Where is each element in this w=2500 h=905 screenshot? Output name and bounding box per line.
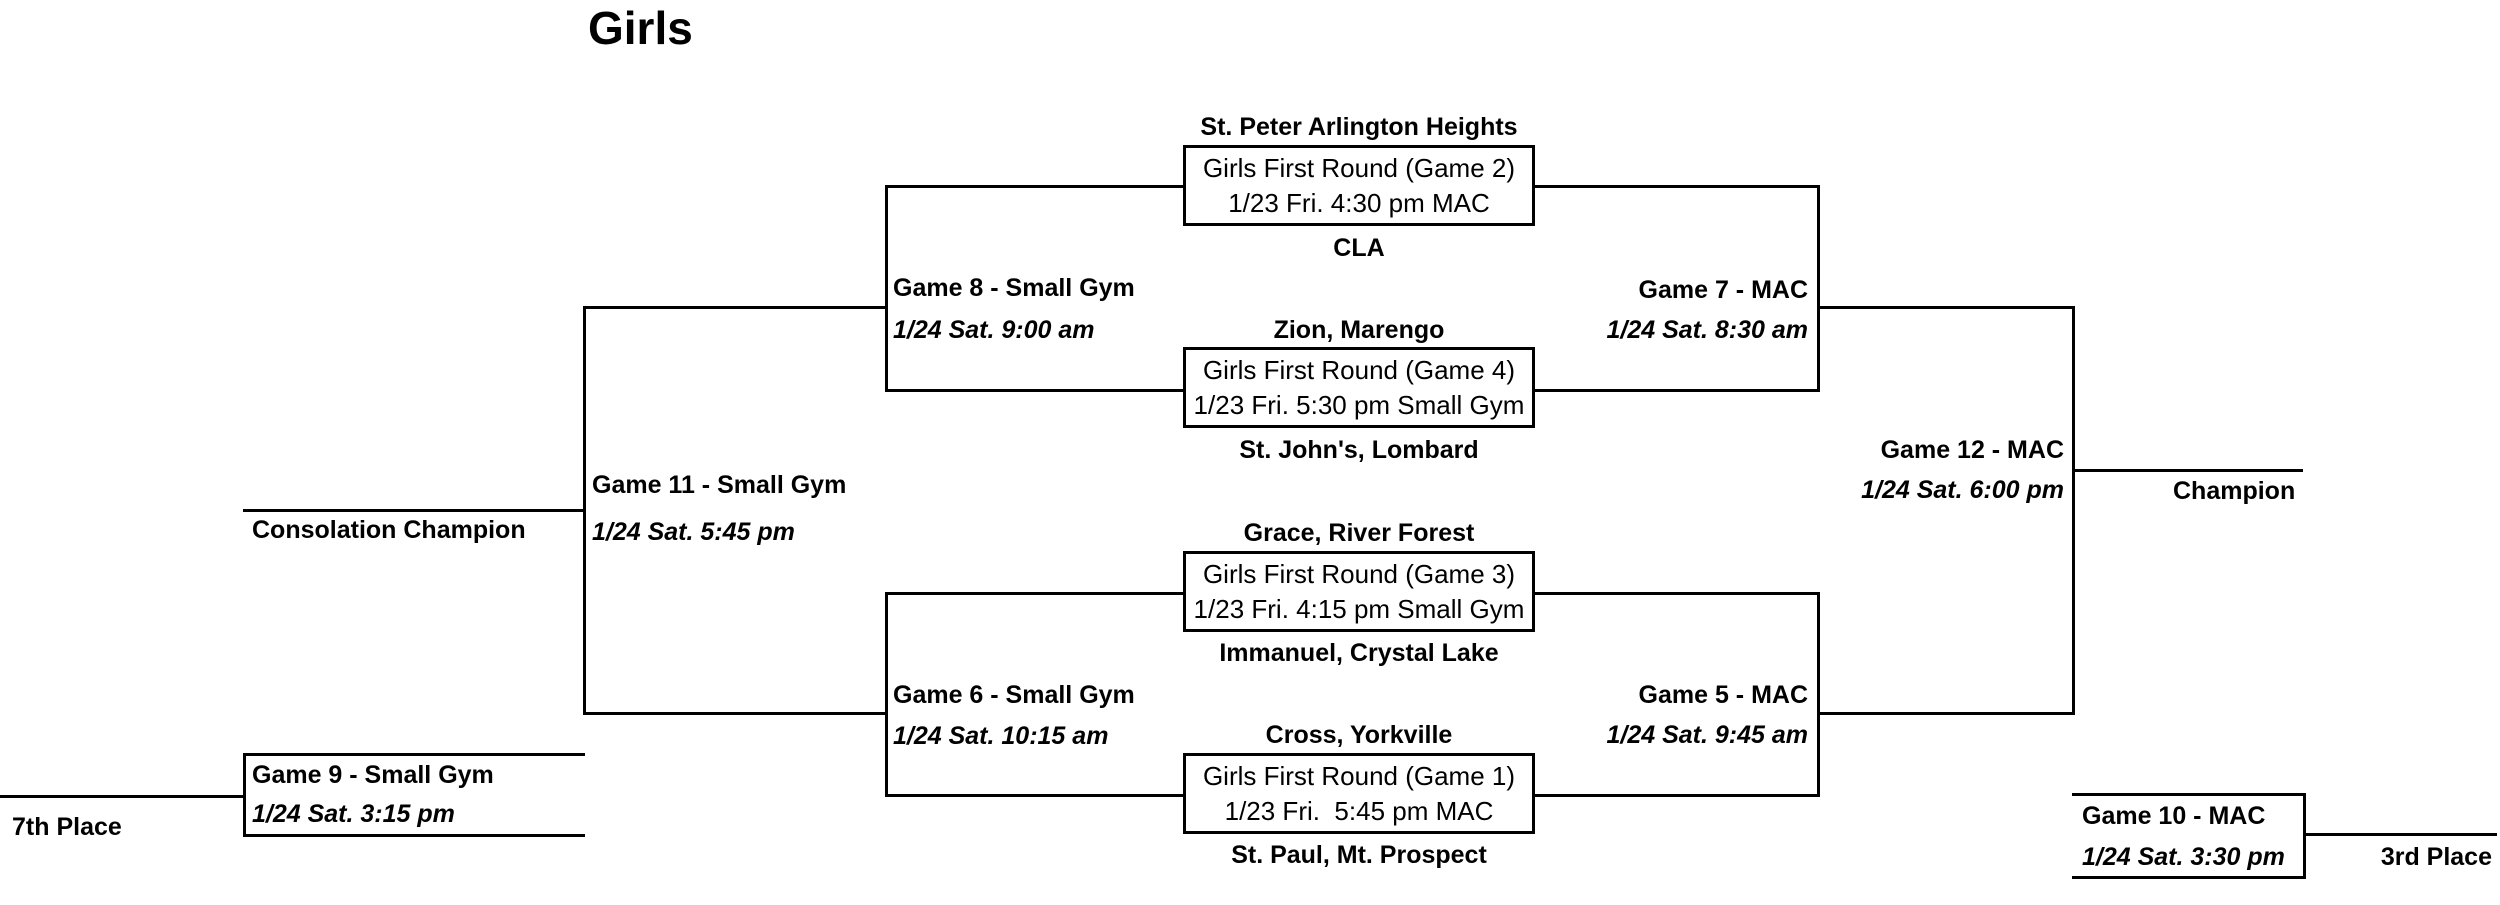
match-round-label: Girls First Round (Game 4) — [1202, 355, 1516, 386]
connector-line — [583, 306, 885, 309]
match-round-label: Girls First Round (Game 2) — [1202, 153, 1516, 184]
game-label-game12: Game 12 - MAC — [1880, 436, 2064, 464]
third-place-line — [2303, 833, 2497, 836]
game-time-game6: 1/24 Sat. 10:15 am — [893, 722, 1109, 750]
connector-line — [1817, 712, 2072, 715]
game-time-game8: 1/24 Sat. 9:00 am — [893, 316, 1095, 344]
consolation-champion-line — [243, 509, 583, 512]
game-label-game9: Game 9 - Small Gym — [252, 761, 494, 789]
bracket-vertical-game11 — [583, 306, 586, 715]
game-time-game10: 1/24 Sat. 3:30 pm — [2082, 843, 2285, 871]
game-label-game5: Game 5 - MAC — [1638, 681, 1808, 709]
connector-line — [885, 794, 1183, 797]
match-box-game2: Girls First Round (Game 2) 1/23 Fri. 4:3… — [1183, 145, 1535, 226]
connector-line — [885, 389, 1183, 392]
bracket-vertical-game9 — [243, 753, 246, 837]
game-time-game12: 1/24 Sat. 6:00 pm — [1861, 476, 2064, 504]
champion-line — [2072, 469, 2303, 472]
bracket-vertical-game5 — [1817, 592, 1820, 797]
game-time-game7: 1/24 Sat. 8:30 am — [1606, 316, 1808, 344]
bracket-vertical-game7 — [1817, 185, 1820, 392]
bracket-vertical-game8 — [885, 185, 888, 392]
match-schedule: 1/23 Fri. 5:30 pm Small Gym — [1193, 389, 1525, 420]
connector-line — [243, 834, 585, 837]
team-name-cla: CLA — [1333, 234, 1385, 262]
match-schedule: 1/23 Fri. 4:15 pm Small Gym — [1193, 593, 1525, 624]
connector-line — [1535, 794, 1817, 797]
connector-line — [885, 592, 1183, 595]
page-title: Girls — [588, 2, 693, 54]
team-name-st-peter: St. Peter Arlington Heights — [1200, 113, 1518, 141]
match-box-game3: Girls First Round (Game 3) 1/23 Fri. 4:1… — [1183, 551, 1535, 632]
connector-line — [243, 753, 585, 756]
match-round-label: Girls First Round (Game 1) — [1202, 761, 1516, 792]
bracket-vertical-game6 — [885, 592, 888, 797]
bracket-vertical-game12 — [2072, 306, 2075, 715]
team-name-st-johns: St. John's, Lombard — [1239, 436, 1479, 464]
connector-line — [1535, 592, 1817, 595]
game-time-game11: 1/24 Sat. 5:45 pm — [592, 518, 795, 546]
game-label-game11: Game 11 - Small Gym — [592, 471, 847, 499]
game-time-game5: 1/24 Sat. 9:45 am — [1606, 721, 1808, 749]
match-box-game4: Girls First Round (Game 4) 1/23 Fri. 5:3… — [1183, 347, 1535, 428]
connector-line — [1817, 306, 2072, 309]
connector-line — [2072, 876, 2303, 879]
connector-line — [1535, 389, 1817, 392]
connector-line — [885, 185, 1183, 188]
consolation-champion-label: Consolation Champion — [252, 516, 526, 544]
match-box-game1: Girls First Round (Game 1) 1/23 Fri. 5:4… — [1183, 753, 1535, 834]
bracket-vertical-game10 — [2303, 793, 2306, 879]
game-label-game8: Game 8 - Small Gym — [893, 274, 1135, 302]
game-label-game7: Game 7 - MAC — [1638, 276, 1808, 304]
connector-line — [2072, 793, 2303, 796]
champion-label: Champion — [2173, 477, 2296, 505]
game-time-game9: 1/24 Sat. 3:15 pm — [252, 800, 455, 828]
team-name-st-paul: St. Paul, Mt. Prospect — [1231, 841, 1487, 869]
connector-line — [1535, 185, 1817, 188]
match-schedule: 1/23 Fri. 4:30 pm MAC — [1228, 187, 1490, 218]
match-round-label: Girls First Round (Game 3) — [1202, 559, 1516, 590]
seventh-place-label: 7th Place — [12, 813, 122, 841]
game-label-game10: Game 10 - MAC — [2082, 802, 2266, 830]
game-label-game6: Game 6 - Small Gym — [893, 681, 1135, 709]
team-name-cross: Cross, Yorkville — [1265, 721, 1453, 749]
third-place-label: 3rd Place — [2380, 843, 2492, 871]
team-name-immanuel: Immanuel, Crystal Lake — [1219, 639, 1499, 667]
seventh-place-line — [0, 795, 243, 798]
team-name-grace: Grace, River Forest — [1243, 519, 1475, 547]
connector-line — [583, 712, 885, 715]
team-name-zion: Zion, Marengo — [1273, 316, 1445, 344]
match-schedule: 1/23 Fri. 5:45 pm MAC — [1224, 795, 1494, 826]
